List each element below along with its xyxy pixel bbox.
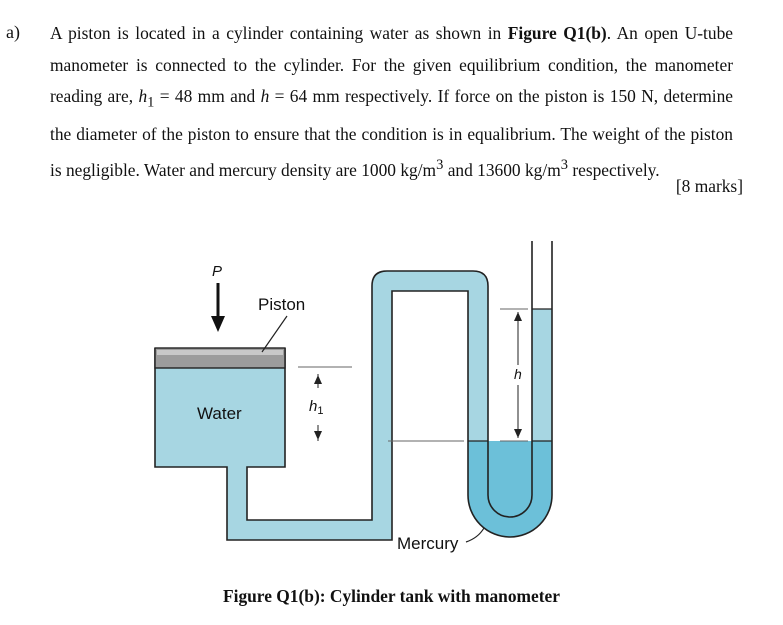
mercury-leader [465,527,485,543]
right-leg-water [532,309,552,441]
body-text-1: . An open U-tube manometer is connected … [50,23,733,106]
label-mercury: Mercury [397,534,459,553]
water-fill [155,271,488,540]
h1-symbol: h [138,86,148,106]
body-text-3: respectively. [567,160,660,181]
label-h: h [514,366,522,382]
superscript-2: 3 [560,157,568,174]
h-value: = 64 mm respectively. If force on the pi… [50,86,734,181]
force-arrow-head [211,316,225,332]
label-h1: h1 [309,398,323,417]
label-piston: Piston [258,295,305,314]
h1-value: = 48 mm and [154,86,261,106]
figure-caption: Figure Q1(b): Cylinder tank with manomet… [222,586,560,606]
figure-reference: Figure Q1(b) [507,23,607,43]
manometer-figure: P Piston Water h1 h Mercury [154,241,553,553]
superscript-1: 3 [436,157,444,174]
label-water: Water [197,404,242,423]
question-label: a) [6,22,20,42]
label-h1-sub: 1 [317,405,323,417]
h-symbol: h [260,86,270,106]
label-h1-symbol: h [309,398,317,415]
mercury-fill [468,441,552,537]
body-text-2: and 13600 kg/m [443,160,561,181]
intro-text: A piston is located in a cylinder contai… [50,23,508,43]
h1-subscript: 1 [147,94,155,111]
marks-label: [8 marks] [675,176,743,196]
vessel-outline [154,241,553,541]
label-p: P [212,263,222,280]
piston-leader [261,315,288,353]
question-text: A piston is located in a cylinder contai… [50,18,733,187]
